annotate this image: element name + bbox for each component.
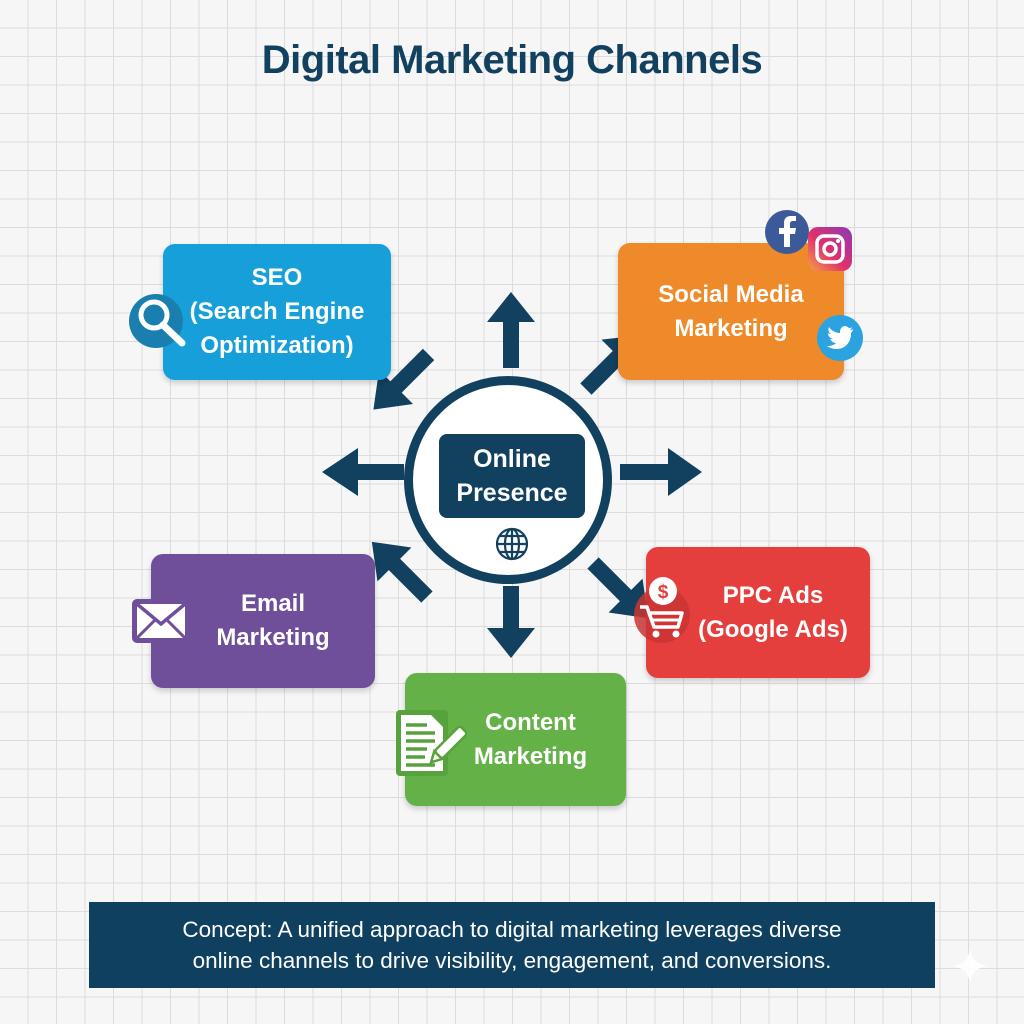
channel-seo: SEO (Search Engine Optimization)	[163, 244, 391, 380]
channel-label-line: Marketing	[473, 742, 588, 770]
channel-label-line: Social Media	[658, 280, 804, 308]
arrow-left-icon	[322, 448, 404, 496]
concept-summary: Concept: A unified approach to digital m…	[89, 902, 935, 988]
channel-label-line: (Search Engine	[189, 298, 365, 325]
channel-ppc: PPC Ads (Google Ads)	[646, 547, 870, 678]
arrow-down-left-icon	[371, 541, 433, 603]
hub-label-line: Online	[473, 445, 551, 473]
channel-label-line: Content	[485, 708, 576, 736]
globe-icon	[495, 527, 529, 561]
svg-text:$: $	[658, 582, 669, 603]
arrow-up-icon	[487, 292, 535, 368]
channel-social-media: Social Media Marketing	[618, 243, 844, 380]
page-title: Digital Marketing Channels	[261, 38, 763, 82]
twitter-icon	[817, 315, 863, 361]
magnifier-icon	[129, 294, 186, 348]
channel-label-line: Marketing	[216, 624, 330, 651]
arrow-down-icon	[487, 586, 535, 658]
facebook-icon	[765, 210, 809, 254]
summary-line: online channels to drive visibility, eng…	[192, 948, 832, 973]
summary-line: Concept: A unified approach to digital m…	[182, 917, 842, 942]
arrow-right-icon	[620, 448, 702, 496]
channel-label-line: PPC Ads	[722, 581, 824, 609]
channel-label-line: Optimization)	[200, 332, 354, 359]
document-pencil-icon	[396, 710, 467, 776]
instagram-icon	[808, 227, 852, 271]
hub-label-line: Presence	[456, 479, 568, 507]
shopping-cart-dollar-icon: $	[634, 577, 690, 643]
envelope-icon	[132, 599, 190, 643]
arrow-up-left-icon	[373, 348, 435, 410]
channel-label-line: (Google Ads)	[698, 615, 848, 643]
channel-label-line: SEO	[251, 264, 303, 291]
sparkle-icon	[952, 948, 988, 984]
hub-label: Online Presence	[439, 434, 585, 518]
channel-label-line: Email	[240, 590, 306, 617]
channel-label-line: Marketing	[674, 314, 788, 342]
